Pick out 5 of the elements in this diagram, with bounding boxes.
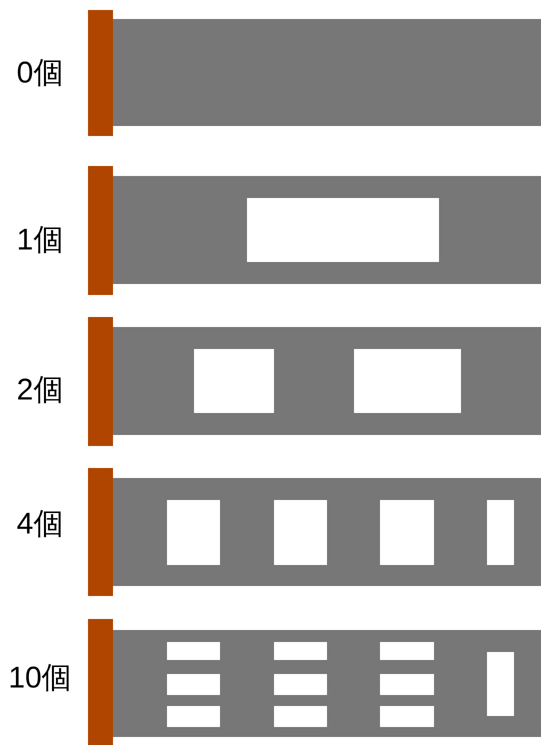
count-label: 10個	[8, 660, 72, 696]
count-label: 2個	[16, 372, 64, 408]
count-label: 4個	[16, 506, 64, 542]
count-label: 0個	[16, 56, 64, 92]
count-label: 1個	[16, 222, 64, 258]
